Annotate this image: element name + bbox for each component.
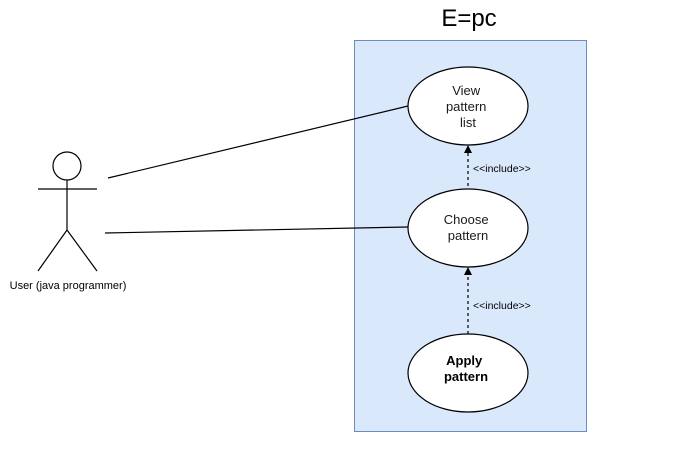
association-view-pattern-list	[107, 105, 409, 179]
system-title: E=pc	[441, 5, 496, 32]
include-label-lower: <<include>>	[473, 300, 531, 312]
use-case-label-line: list	[460, 115, 476, 130]
use-case-choose-pattern[interactable]: Choose pattern	[407, 188, 529, 268]
association-choose-pattern	[104, 226, 409, 234]
actor-user	[37, 151, 98, 272]
use-case-apply-pattern[interactable]: Apply pattern	[407, 333, 529, 413]
use-case-label-line: View	[452, 83, 481, 98]
use-case-label-line: Choose	[444, 212, 489, 227]
use-case-ellipse	[407, 333, 529, 413]
actor-head	[52, 151, 82, 181]
use-case-ellipse	[407, 188, 529, 268]
actor-right-leg	[66, 229, 98, 272]
use-case-label-line: Apply	[446, 353, 483, 368]
use-case-label-line: pattern	[444, 369, 488, 384]
use-case-ellipse	[407, 66, 529, 146]
use-case-label-line: pattern	[448, 228, 488, 243]
include-label-upper: <<include>>	[473, 163, 531, 175]
actor-left-leg	[37, 229, 68, 272]
use-case-label-line: pattern	[446, 99, 486, 114]
use-case-label: View pattern list	[446, 83, 490, 130]
use-case-label: Apply pattern	[444, 353, 488, 384]
use-case-view-pattern-list[interactable]: View pattern list	[407, 66, 529, 146]
use-case-label: Choose pattern	[444, 212, 492, 243]
actor-label: User (java programmer)	[10, 280, 127, 292]
